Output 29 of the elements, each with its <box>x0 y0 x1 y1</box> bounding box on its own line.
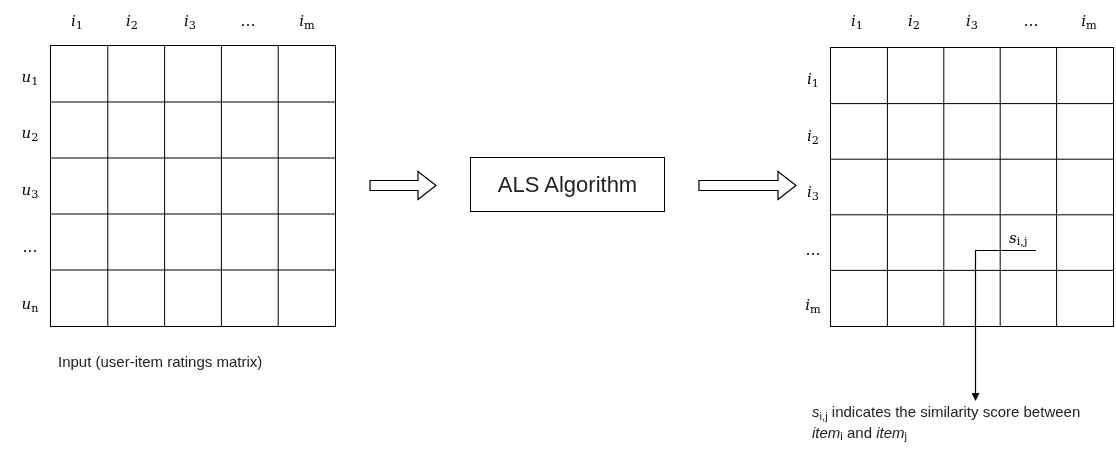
caption-text: Input (user-item ratings matrix) <box>58 352 263 372</box>
axis-label: i$_{2}$ <box>126 14 138 29</box>
axis-label: i$_{m}$ <box>299 14 315 29</box>
axis-label: i$_{1}$ <box>807 72 819 87</box>
axis-label: i$_{1}$ <box>851 14 863 29</box>
axis-label: … <box>22 240 38 255</box>
axis-label: u$_{n}$ <box>21 297 39 312</box>
hollow-arrow <box>369 170 437 201</box>
process-box: ALS Algorithm <box>470 157 665 212</box>
axis-label: i$_{2}$ <box>908 14 920 29</box>
axis-label: i$_{m}$ <box>805 298 821 313</box>
leader-line <box>971 249 1037 401</box>
axis-label: u$_{2}$ <box>21 126 39 141</box>
hollow-arrow <box>698 170 797 201</box>
axis-label: i$_{m}$ <box>1081 14 1097 29</box>
axis-label: … <box>1023 14 1039 29</box>
axis-label: i$_{1}$ <box>71 14 83 29</box>
axis-label: u$_{3}$ <box>21 183 39 198</box>
matrix-entry: s$_{i,j}$ <box>1009 227 1045 249</box>
axis-label: u$_{1}$ <box>21 70 39 85</box>
axis-label: i$_{3}$ <box>184 14 196 29</box>
axis-label: i$_{3}$ <box>966 14 978 29</box>
note-text: s$_{i,j}$ indicates the similarity score between item$_{i}$ and item$_{j}$ <box>812 402 1112 448</box>
axis-label: i$_{2}$ <box>807 129 819 144</box>
axis-label: … <box>240 14 256 29</box>
matrix-grid <box>830 47 1114 327</box>
matrix-grid <box>50 45 336 327</box>
axis-label: … <box>805 243 821 258</box>
axis-label: i$_{3}$ <box>807 185 819 200</box>
